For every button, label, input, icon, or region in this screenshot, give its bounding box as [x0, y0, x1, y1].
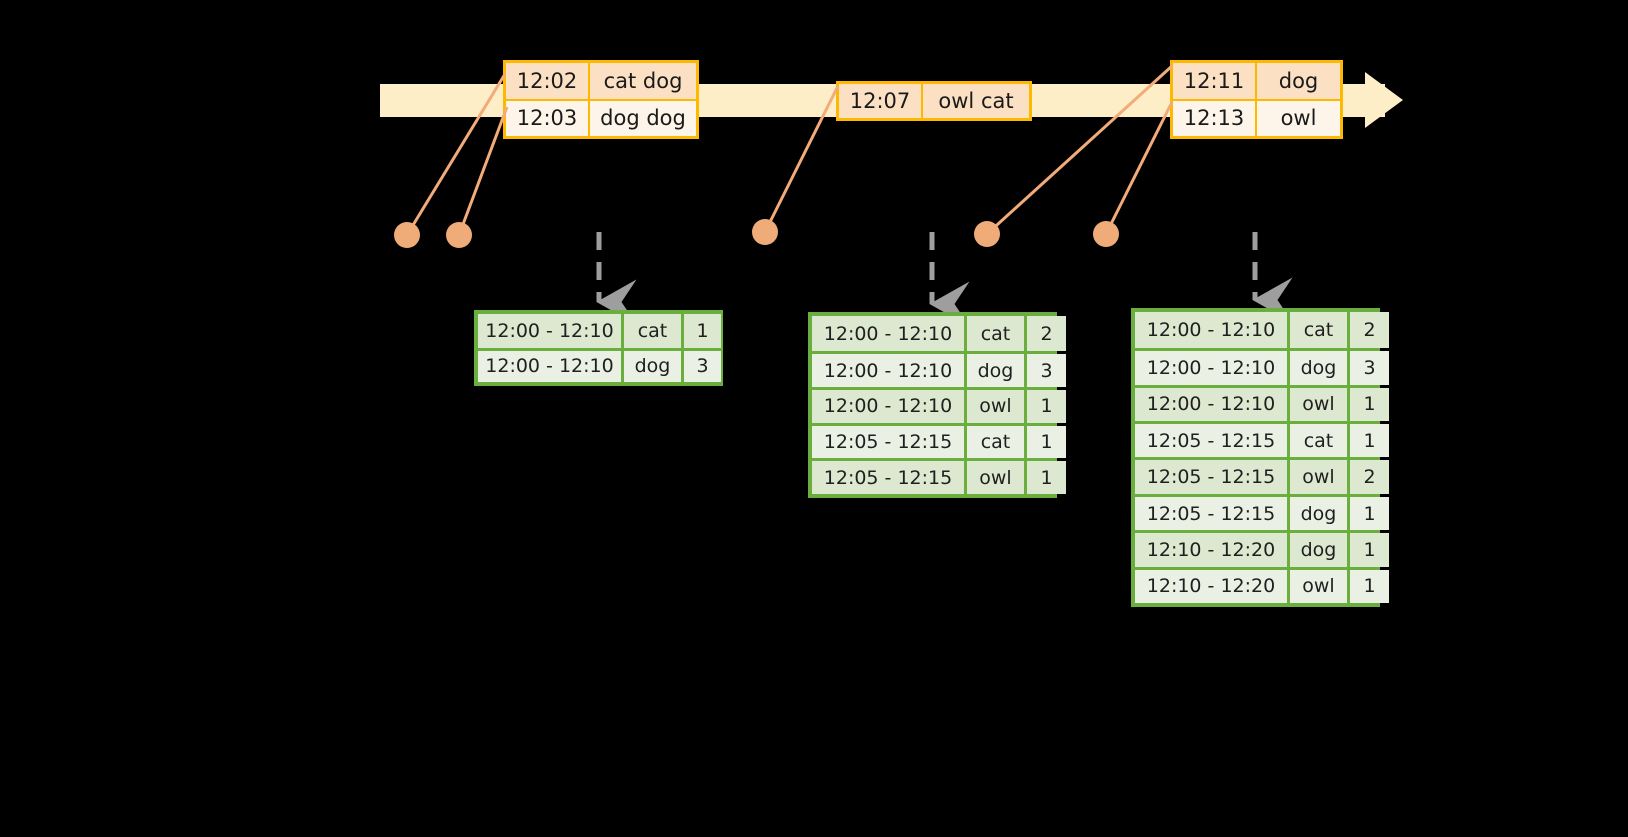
cell-window: 12:05 - 12:15 [1135, 424, 1287, 458]
cell-window: 12:10 - 12:20 [1135, 533, 1287, 567]
event-time: 12:11 [1173, 63, 1257, 99]
marker-dot-5 [1093, 221, 1119, 247]
cell-key: dog [621, 350, 681, 382]
cell-window: 12:00 - 12:10 [478, 350, 621, 382]
marker-dots [394, 219, 1119, 248]
result-table-1[interactable]: 12:00 - 12:10 cat 1 12:00 - 12:10 dog 3 [474, 310, 723, 386]
cell-window: 12:05 - 12:15 [1135, 496, 1287, 531]
event-value: owl [1280, 106, 1317, 131]
cell-count: 2 [1024, 316, 1066, 352]
cell-key: owl [1287, 387, 1347, 422]
cell-window: 12:05 - 12:15 [812, 461, 964, 494]
cell-count: 3 [681, 350, 721, 382]
result-table-2[interactable]: 12:00 - 12:10 cat 2 12:00 - 12:10 dog 3 … [808, 312, 1066, 498]
cell-count: 1 [1347, 533, 1389, 567]
flow-arrows [596, 232, 1293, 327]
cell-key: dog [1287, 496, 1347, 531]
table-row[interactable]: 12:10 - 12:20 owl 1 [1135, 566, 1389, 604]
table-row[interactable]: 12:00 - 12:10 dog 3 [1135, 348, 1389, 385]
cell-count: 1 [1347, 496, 1389, 531]
cell-window: 12:00 - 12:10 [1135, 312, 1287, 349]
event-time: 12:07 [839, 84, 923, 118]
cell-count: 1 [1347, 387, 1389, 422]
event-group-1[interactable]: 12:02 cat dog 12:03 dog dog [503, 60, 699, 139]
table-row[interactable]: 12:00 - 12:10 cat 2 [812, 316, 1066, 352]
cell-window: 12:05 - 12:15 [1135, 460, 1287, 494]
cell-window: 12:00 - 12:10 [1135, 351, 1287, 385]
cell-count: 1 [1347, 424, 1389, 458]
cell-key: cat [621, 314, 681, 348]
event-row[interactable]: 12:13 owl [1173, 98, 1340, 136]
table-row[interactable]: 12:00 - 12:10 cat 2 [1135, 312, 1389, 349]
cell-key: cat [1287, 312, 1347, 349]
cell-count: 2 [1347, 460, 1389, 494]
cell-key: owl [964, 390, 1024, 423]
cell-count: 1 [681, 314, 721, 348]
cell-key: owl [1287, 460, 1347, 494]
cell-count: 3 [1024, 354, 1066, 388]
event-group-2[interactable]: 12:07 owl cat [836, 81, 1032, 121]
connector-line-5 [1104, 101, 1174, 235]
cell-window: 12:00 - 12:10 [478, 314, 621, 348]
event-value: dog [1278, 68, 1319, 93]
cell-count: 1 [1024, 390, 1066, 423]
table-row[interactable]: 12:10 - 12:20 dog 1 [1135, 530, 1389, 567]
cell-window: 12:00 - 12:10 [812, 390, 964, 423]
table-row[interactable]: 12:05 - 12:15 cat 1 [812, 422, 1066, 459]
cell-key: owl [964, 461, 1024, 494]
cell-count: 3 [1347, 351, 1389, 385]
event-group-3[interactable]: 12:11 dog 12:13 owl [1170, 60, 1343, 139]
cell-key: dog [1287, 533, 1347, 567]
table-row[interactable]: 12:05 - 12:15 dog 1 [1135, 493, 1389, 531]
table-row[interactable]: 12:00 - 12:10 owl 1 [812, 387, 1066, 423]
event-time: 12:02 [506, 63, 590, 99]
cell-window: 12:00 - 12:10 [812, 316, 964, 352]
event-row[interactable]: 12:03 dog dog [506, 98, 696, 136]
cell-window: 12:10 - 12:20 [1135, 569, 1287, 604]
marker-dot-3 [752, 219, 778, 245]
event-value: cat dog [603, 68, 683, 93]
table-row[interactable]: 12:00 - 12:10 dog 3 [812, 351, 1066, 388]
table-row[interactable]: 12:05 - 12:15 owl 2 [1135, 457, 1389, 494]
event-value: owl cat [938, 89, 1014, 113]
marker-dot-2 [446, 222, 472, 248]
table-row[interactable]: 12:00 - 12:10 cat 1 [478, 314, 721, 348]
table-row[interactable]: 12:00 - 12:10 dog 3 [478, 347, 721, 382]
event-row[interactable]: 12:07 owl cat [839, 84, 1029, 118]
cell-key: cat [1287, 424, 1347, 458]
event-row[interactable]: 12:11 dog [1173, 63, 1340, 99]
cell-count: 1 [1347, 569, 1389, 604]
event-value: dog dog [600, 106, 686, 131]
table-row[interactable]: 12:00 - 12:10 owl 1 [1135, 384, 1389, 422]
cell-key: owl [1287, 569, 1347, 604]
cell-key: dog [964, 354, 1024, 388]
event-row[interactable]: 12:02 cat dog [506, 63, 696, 99]
marker-dot-1 [394, 222, 420, 248]
cell-window: 12:00 - 12:10 [812, 354, 964, 388]
cell-window: 12:00 - 12:10 [1135, 387, 1287, 422]
cell-key: cat [964, 425, 1024, 459]
table-row[interactable]: 12:05 - 12:15 cat 1 [1135, 421, 1389, 458]
connector-line-2 [457, 106, 509, 236]
result-table-3[interactable]: 12:00 - 12:10 cat 2 12:00 - 12:10 dog 3 … [1131, 308, 1389, 607]
timeline-arrow-head [1365, 72, 1403, 128]
marker-dot-4 [974, 221, 1000, 247]
cell-count: 1 [1024, 461, 1066, 494]
cell-window: 12:05 - 12:15 [812, 425, 964, 459]
cell-key: cat [964, 316, 1024, 352]
cell-key: dog [1287, 351, 1347, 385]
cell-count: 2 [1347, 312, 1389, 349]
cell-count: 1 [1024, 425, 1066, 459]
event-time: 12:13 [1173, 100, 1257, 136]
table-row[interactable]: 12:05 - 12:15 owl 1 [812, 458, 1066, 494]
event-time: 12:03 [506, 100, 590, 136]
